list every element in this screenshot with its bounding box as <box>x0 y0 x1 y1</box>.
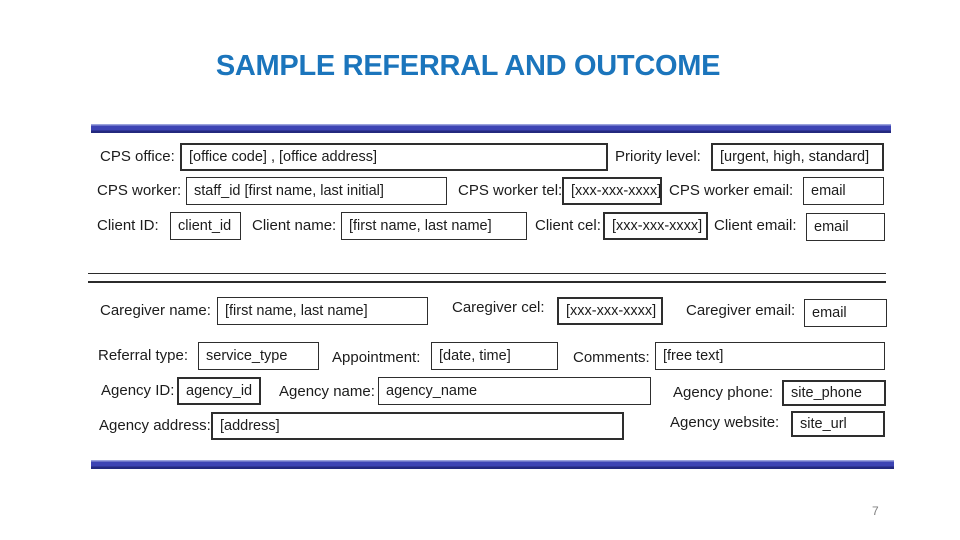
cps-worker-tel-input[interactable]: [xxx-xxx-xxxx] <box>562 177 662 205</box>
client-name-label: Client name: <box>252 217 337 234</box>
agency-name-input[interactable]: agency_name <box>378 377 651 405</box>
agency-website-value: site_url <box>800 416 847 432</box>
caregiver-name-input[interactable]: [first name, last name] <box>217 297 428 325</box>
cps-office-value: [office code] , [office address] <box>189 149 378 165</box>
priority-level-value: [urgent, high, standard] <box>720 149 870 165</box>
page-number: 7 <box>872 504 879 518</box>
cps-worker-email-label: CPS worker email: <box>669 182 794 199</box>
cps-worker-input[interactable]: staff_id [first name, last initial] <box>186 177 447 205</box>
caregiver-email-label: Caregiver email: <box>686 302 796 319</box>
referral-type-label: Referral type: <box>98 347 189 364</box>
section-divider-line <box>88 273 886 274</box>
client-email-label: Client email: <box>714 217 797 234</box>
cps-worker-tel-value: [xxx-xxx-xxxx] <box>571 183 662 199</box>
agency-id-value: agency_id <box>186 383 253 399</box>
agency-website-input[interactable]: site_url <box>791 411 885 437</box>
cps-worker-email-value: email <box>811 183 846 199</box>
referral-type-value: service_type <box>206 348 288 364</box>
agency-address-input[interactable]: [address] <box>211 412 624 440</box>
agency-name-value: agency_name <box>386 383 478 399</box>
appointment-value: [date, time] <box>439 348 511 364</box>
priority-level-label: Priority level: <box>615 148 701 165</box>
referral-type-input[interactable]: service_type <box>198 342 319 370</box>
comments-label: Comments: <box>573 349 650 366</box>
client-id-input[interactable]: client_id <box>170 212 241 240</box>
appointment-label: Appointment: <box>332 349 421 366</box>
cps-worker-email-input[interactable]: email <box>803 177 884 205</box>
agency-phone-value: site_phone <box>791 385 862 401</box>
cps-worker-value: staff_id [first name, last initial] <box>194 183 384 199</box>
client-cel-label: Client cel: <box>535 217 601 234</box>
bottom-divider-bar <box>91 460 894 469</box>
caregiver-email-value: email <box>812 305 847 321</box>
comments-input[interactable]: [free text] <box>655 342 885 370</box>
client-cel-input[interactable]: [xxx-xxx-xxxx] <box>603 212 708 240</box>
agency-address-value: [address] <box>220 418 280 434</box>
client-id-value: client_id <box>178 218 232 234</box>
cps-worker-tel-label: CPS worker tel: <box>458 182 563 199</box>
caregiver-cel-input[interactable]: [xxx-xxx-xxxx] <box>557 297 663 325</box>
client-cel-value: [xxx-xxx-xxxx] <box>612 218 703 234</box>
client-id-label: Client ID: <box>97 217 159 234</box>
agency-website-label: Agency website: <box>670 414 780 431</box>
agency-phone-label: Agency phone: <box>673 384 774 401</box>
caregiver-name-value: [first name, last name] <box>225 303 368 319</box>
appointment-input[interactable]: [date, time] <box>431 342 558 370</box>
caregiver-cel-value: [xxx-xxx-xxxx] <box>566 303 657 319</box>
client-name-input[interactable]: [first name, last name] <box>341 212 527 240</box>
cps-office-label: CPS office: <box>100 148 175 165</box>
client-name-value: [first name, last name] <box>349 218 492 234</box>
caregiver-name-label: Caregiver name: <box>100 302 211 319</box>
agency-name-label: Agency name: <box>279 383 375 400</box>
section-divider-line <box>88 281 886 283</box>
agency-id-label: Agency ID: <box>101 382 175 399</box>
client-email-input[interactable]: email <box>806 213 885 241</box>
top-divider-bar <box>91 124 891 133</box>
caregiver-cel-label: Caregiver cel: <box>452 299 545 316</box>
caregiver-email-input[interactable]: email <box>804 299 887 327</box>
agency-id-input[interactable]: agency_id <box>177 377 261 405</box>
agency-phone-input[interactable]: site_phone <box>782 380 886 406</box>
cps-worker-label: CPS worker: <box>97 182 182 199</box>
comments-value: [free text] <box>663 348 724 364</box>
client-email-value: email <box>814 219 849 235</box>
cps-office-input[interactable]: [office code] , [office address] <box>180 143 608 171</box>
agency-address-label: Agency address: <box>99 417 211 434</box>
priority-level-input[interactable]: [urgent, high, standard] <box>711 143 884 171</box>
page-title: SAMPLE REFERRAL AND OUTCOME <box>215 50 721 82</box>
